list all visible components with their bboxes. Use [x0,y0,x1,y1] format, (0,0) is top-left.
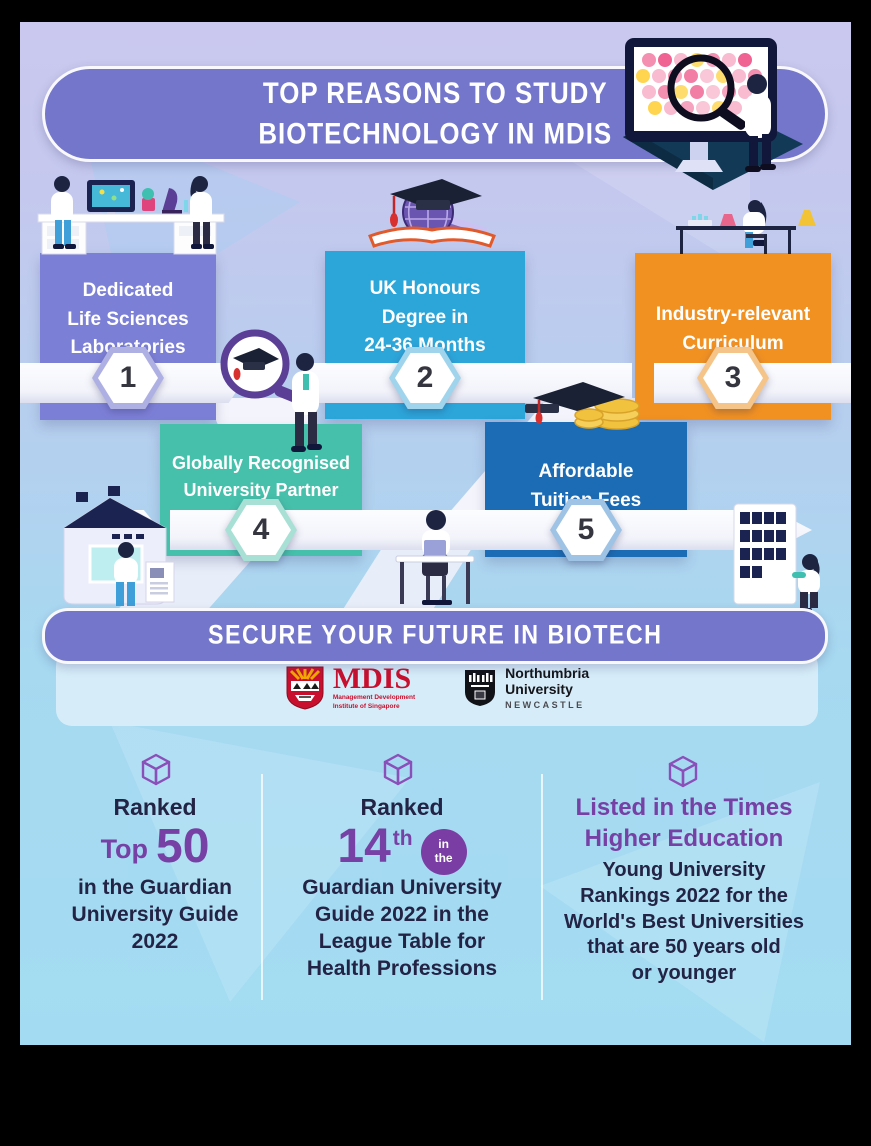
northumbria-shield-icon [465,670,496,706]
mdis-logo: MDIS Management Development Institute of… [285,662,416,711]
cube-icon [141,753,171,786]
fact-ranked-14th: Ranked 14 th in the Guardian University … [271,794,533,983]
mdis-crest-icon [286,666,324,710]
secure-banner: SECURE YOUR FUTURE IN BIOTECH [42,608,828,664]
reason-5-number-badge: 5 [550,499,622,561]
reason-card-1-label: Dedicated Life Sciences Laboratories [67,280,189,358]
fact-body: Young University Rankings 2022 for the W… [563,859,805,984]
scientist-table-illustration [676,200,816,254]
fact-ranked-top50: Ranked Top 50 in the Guardian University… [42,794,268,956]
fact-prefix: Ranked [360,794,444,820]
reason-3-number-badge: 3 [697,347,769,409]
reason-2-number-badge: 2 [389,347,461,409]
fact-title: Listed in the Times Higher Education [575,794,793,853]
reason-1-number-badge: 1 [92,347,164,409]
cube-icon [668,755,698,788]
reason-4-number-badge: 4 [225,499,297,561]
globe-gradcap-illustration [368,179,496,248]
fact-circle-badge: in the [420,829,467,875]
fact-prefix: Ranked [113,794,197,820]
reason-card-2-label: UK Honours Degree in 24-36 Months [364,278,486,356]
infographic-content: Dedicated Life Sciences Laboratories UK … [20,22,851,1045]
mdis-subtitle: Management Development Institute of Sing… [332,694,416,710]
fact-rank-number: 14 [337,820,391,873]
ribbon-chevron [124,510,160,550]
fact-body: Guardian University Guide 2022 in the Le… [302,876,502,980]
page-title: TOP REASONS TO STUDY BIOTECHNOLOGY IN MD… [258,76,612,151]
lab-scene-illustration [37,176,225,255]
cube-icon [383,753,413,786]
northumbria-name: Northumbria University [505,665,590,697]
secure-banner-title: SECURE YOUR FUTURE IN BIOTECH [207,620,663,651]
northumbria-logo: Northumbria University NEWCASTLE [463,665,590,710]
reason-card-3-label: Industry-relevant Curriculum [655,304,811,354]
fact-times-higher-education: Listed in the Times Higher Education You… [548,792,820,986]
fact-rank-suffix: th [392,827,413,850]
fact-divider [541,774,543,1000]
ribbon-band-2 [302,363,632,403]
fact-divider [261,774,263,1000]
header-banner: TOP REASONS TO STUDY BIOTECHNOLOGY IN MD… [42,66,828,162]
northumbria-city: NEWCASTLE [505,699,585,710]
mdis-acronym: MDIS [332,662,412,696]
fact-body: in the Guardian University Guide 2022 [71,876,239,953]
fact-rank-number: 50 [156,820,210,873]
fact-rank-word: Top [100,834,149,864]
